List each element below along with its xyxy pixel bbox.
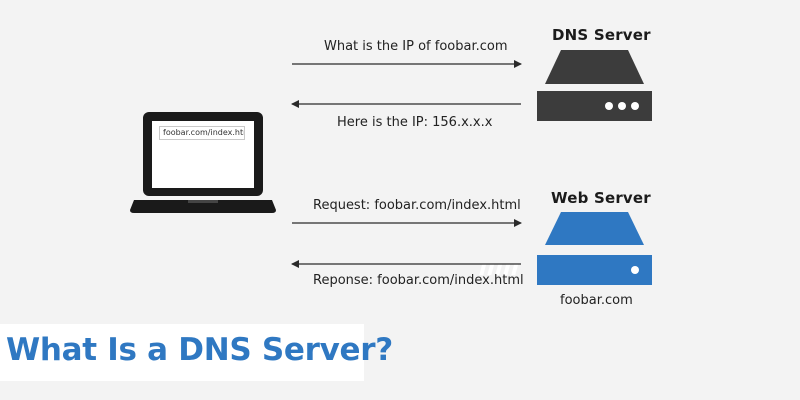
laptop-url-bar: foobar.com/index.html	[159, 126, 245, 140]
title-banner: What Is a DNS Server?	[0, 324, 393, 381]
web-server-title: Web Server	[551, 189, 651, 207]
dns-response-label: Here is the IP: 156.x.x.x	[337, 115, 493, 130]
dns-query-label: What is the IP of foobar.com	[324, 39, 508, 54]
web-server-icon	[479, 212, 652, 285]
http-request-label: Request: foobar.com/index.html	[313, 198, 521, 213]
dns-server-icon	[537, 50, 652, 121]
web-server-domain-label: foobar.com	[560, 293, 633, 308]
http-response-label: Reponse: foobar.com/index.html	[313, 273, 524, 288]
dns-server-title: DNS Server	[552, 26, 651, 44]
page-title: What Is a DNS Server?	[6, 332, 393, 368]
